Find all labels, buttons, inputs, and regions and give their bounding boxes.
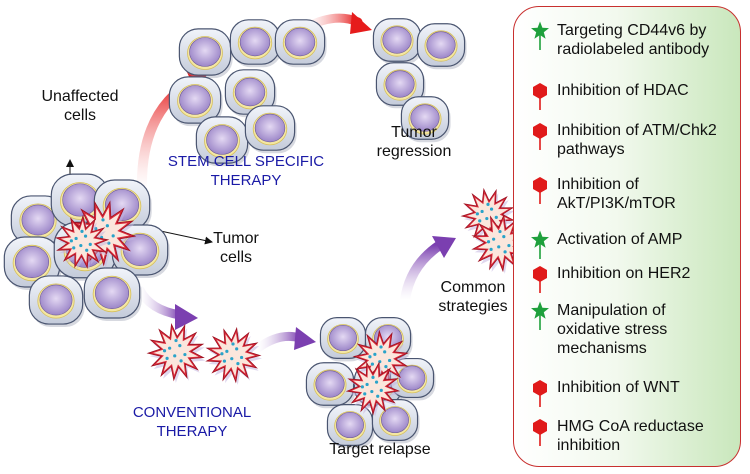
- common-line1: Common: [440, 279, 506, 296]
- cell: [400, 96, 451, 143]
- strategy-line: inhibition: [557, 437, 621, 454]
- target-relapse-label: Target relapse: [329, 441, 431, 458]
- star-icon: [531, 230, 549, 259]
- arrow-to-common-strategies: [400, 236, 456, 305]
- conventional-line2: THERAPY: [156, 423, 228, 440]
- cell: [229, 19, 282, 68]
- tumor-regression-label: Tumor regression: [364, 123, 464, 161]
- tumor-cells-label: Tumor cells: [206, 229, 266, 267]
- cell: [416, 23, 467, 70]
- tumor-regression-line2: regression: [376, 143, 452, 160]
- strategy-line: Targeting CD44v6 by: [557, 22, 707, 39]
- strategy-line: Inhibition of ATM/Chk2: [557, 122, 717, 139]
- unaffected-line1: Unaffected: [41, 88, 119, 105]
- inhibitor-icon: [533, 123, 547, 150]
- inhibitor-icon: [533, 380, 547, 407]
- tumor-cell: [54, 214, 110, 271]
- tumor-cells-line2: cells: [219, 249, 252, 266]
- strategy-line: radiolabeled antibody: [557, 41, 710, 58]
- arrow-to-target-relapse: [253, 327, 316, 353]
- star-icon: [531, 301, 549, 330]
- common-strategies-label: Common strategies: [428, 278, 518, 316]
- tumor-cell: [146, 322, 206, 383]
- strategy-line: Inhibition of: [557, 176, 639, 193]
- star-icon: [531, 21, 549, 50]
- tumor-cell: [205, 326, 262, 385]
- stem-line1: STEM CELL SPECIFIC: [167, 153, 325, 170]
- strategy-line: HMG CoA reductase: [557, 418, 704, 435]
- cell: [372, 18, 423, 65]
- cell: [83, 267, 142, 321]
- tumor-regression-line1: Tumor: [391, 124, 437, 141]
- inhibitor-icon: [533, 419, 547, 446]
- cell: [326, 404, 375, 449]
- tumor-cell: [345, 361, 401, 417]
- cell: [371, 399, 420, 444]
- strategy-line: mechanisms: [557, 340, 647, 357]
- unaffected-cells-label: Unaffected cells: [40, 87, 120, 125]
- inhibitor-icon: [533, 177, 547, 204]
- cell: [178, 28, 233, 79]
- common-line2: strategies: [438, 298, 508, 315]
- cell: [168, 76, 223, 127]
- stem-therapy-label: STEM CELL SPECIFIC THERAPY: [156, 152, 336, 190]
- tumor-cells-layer: [54, 187, 530, 417]
- tumor-cell: [471, 213, 530, 274]
- cell: [305, 362, 356, 409]
- strategy-line: Inhibition of HDAC: [557, 82, 689, 99]
- tumor-cells-line1: Tumor: [213, 230, 259, 247]
- strategy-line: Manipulation of: [557, 302, 666, 319]
- cell: [195, 116, 250, 167]
- conventional-line1: CONVENTIONAL: [132, 404, 252, 421]
- cell: [244, 105, 297, 154]
- arrow-to-conventional: [135, 285, 198, 330]
- strategies-panel: Targeting CD44v6 by radiolabeled antibody…: [513, 6, 741, 467]
- conventional-therapy-label: CONVENTIONAL THERAPY: [122, 403, 262, 441]
- strategy-line: AkT/PI3K/mTOR: [557, 195, 676, 212]
- strategy-line: Inhibition on HER2: [557, 265, 691, 282]
- inhibitor-icon: [533, 266, 547, 293]
- cell: [319, 317, 368, 362]
- stem-line2: THERAPY: [210, 172, 282, 189]
- strategy-line: oxidative stress: [557, 321, 668, 338]
- strategy-line: Activation of AMP: [557, 231, 683, 248]
- inhibitor-icon: [533, 83, 547, 110]
- cell: [274, 19, 327, 68]
- strategy-line: pathways: [557, 141, 625, 158]
- cell: [28, 275, 85, 328]
- unaffected-line2: cells: [63, 107, 96, 124]
- strategy-line: Inhibition of WNT: [557, 379, 680, 396]
